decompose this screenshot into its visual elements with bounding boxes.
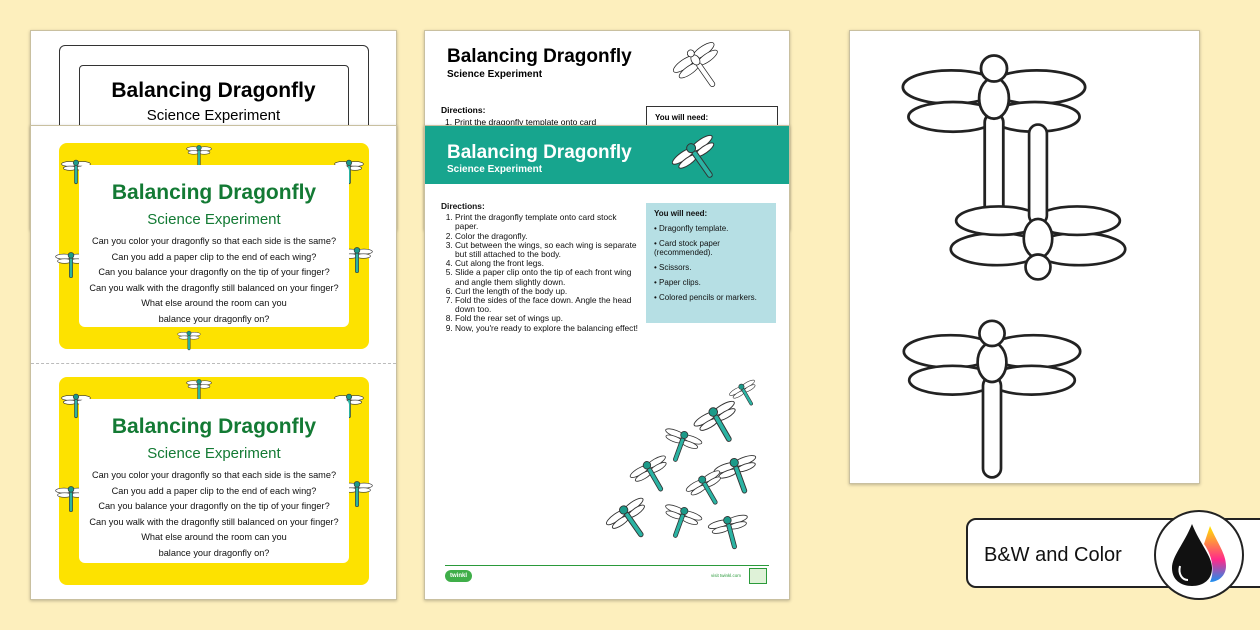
materials-list: • Dragonfly template. • Card stock paper… — [654, 224, 768, 302]
dragonfly-icon — [704, 503, 756, 556]
card-questions: Can you color your dragonfly so that eac… — [79, 234, 349, 327]
cut-line — [31, 363, 396, 364]
card-title: Balancing Dragonfly — [111, 415, 317, 438]
directions: Directions: Print the dragonfly template… — [441, 201, 641, 333]
bw-page-subtitle: Science Experiment — [447, 69, 543, 80]
dragonfly-outline — [872, 301, 1112, 481]
bw-card-title: Balancing Dragonfly — [111, 79, 316, 102]
card-content: Balancing Dragonfly Science Experiment C… — [79, 399, 349, 563]
step: Cut between the wings, so each wing is s… — [455, 240, 641, 259]
material: • Scissors. — [654, 263, 692, 272]
ink-drops-svg — [1172, 524, 1226, 586]
footer-rule — [445, 565, 769, 566]
materials-label: You will need: — [654, 209, 708, 218]
ink-drops-icon — [1154, 510, 1244, 600]
footer-url: visit twinkl.com — [711, 573, 742, 578]
question: Can you add a paper clip to the end of e… — [111, 485, 317, 496]
color-instructions-page: Balancing Dragonfly Science Experiment D… — [424, 125, 790, 600]
step: Curl the length of the body up. — [455, 286, 641, 296]
dragonfly-icon — [159, 327, 219, 351]
bw-page-title: Balancing Dragonfly — [447, 46, 632, 67]
question: What else around the room can you balanc… — [141, 298, 287, 324]
dragonfly-template-page — [849, 30, 1200, 484]
footer-badge — [749, 568, 767, 584]
directions-list: Print the dragonfly template onto card s… — [441, 212, 641, 333]
question: Can you balance your dragonfly on the ti… — [98, 501, 330, 511]
page-title: Balancing Dragonfly — [447, 142, 632, 163]
card-questions: Can you color your dragonfly so that eac… — [79, 468, 349, 561]
front-cards-page: Balancing Dragonfly Science Experiment C… — [30, 125, 397, 600]
bw-first-step: 1. Print the dragonfly template onto car… — [445, 117, 597, 127]
step: Now, you're ready to explore the balanci… — [455, 323, 641, 333]
page-subtitle: Science Experiment — [447, 164, 543, 175]
step: Fold the rear set of wings up. — [455, 314, 641, 323]
question: Can you color your dragonfly so that eac… — [91, 470, 337, 480]
bw-need-label: You will need: — [655, 113, 709, 122]
question: What else around the room can you balanc… — [141, 532, 287, 558]
material: • Colored pencils or markers. — [654, 293, 757, 302]
question: Can you add a paper clip to the end of e… — [111, 251, 317, 262]
dragonfly-icon — [179, 375, 219, 401]
experiment-card-2: Balancing Dragonfly Science Experiment C… — [59, 377, 369, 585]
dragonfly-outline — [920, 121, 1156, 299]
title-banner: Balancing Dragonfly Science Experiment — [425, 126, 789, 184]
bw-card-subtitle: Science Experiment — [146, 107, 281, 124]
dragonfly-icon — [660, 119, 735, 197]
twinkl-logo: twinkl — [445, 570, 473, 582]
experiment-card-1: Balancing Dragonfly Science Experiment C… — [59, 143, 369, 349]
dragonfly-icon — [664, 30, 737, 104]
card-content: Balancing Dragonfly Science Experiment C… — [79, 165, 349, 327]
bw-directions-label: Directions: — [441, 105, 486, 115]
step: Slide a paper clip onto the tip of each … — [455, 268, 641, 287]
step: Color the dragonfly. — [455, 231, 641, 241]
card-subtitle: Science Experiment — [147, 445, 281, 462]
step: Fold the sides of the face down. Angle t… — [455, 295, 641, 314]
materials-box: You will need: • Dragonfly template. • C… — [646, 203, 776, 323]
directions-label: Directions: — [441, 201, 485, 211]
badge-label: B&W and Color — [984, 544, 1122, 566]
question: Can you walk with the dragonfly still ba… — [89, 516, 339, 527]
question: Can you color your dragonfly so that eac… — [91, 236, 337, 246]
card-subtitle: Science Experiment — [147, 211, 281, 228]
material: • Paper clips. — [654, 278, 701, 287]
question: Can you balance your dragonfly on the ti… — [98, 267, 330, 277]
step: Print the dragonfly template onto card s… — [455, 212, 641, 231]
material: • Card stock paper (recommended). — [654, 239, 720, 257]
material: • Dragonfly template. — [654, 224, 729, 233]
step: Cut along the front legs. — [455, 259, 641, 268]
question: Can you walk with the dragonfly still ba… — [89, 282, 339, 293]
dragonfly-icon — [179, 141, 219, 167]
card-title: Balancing Dragonfly — [111, 181, 317, 204]
